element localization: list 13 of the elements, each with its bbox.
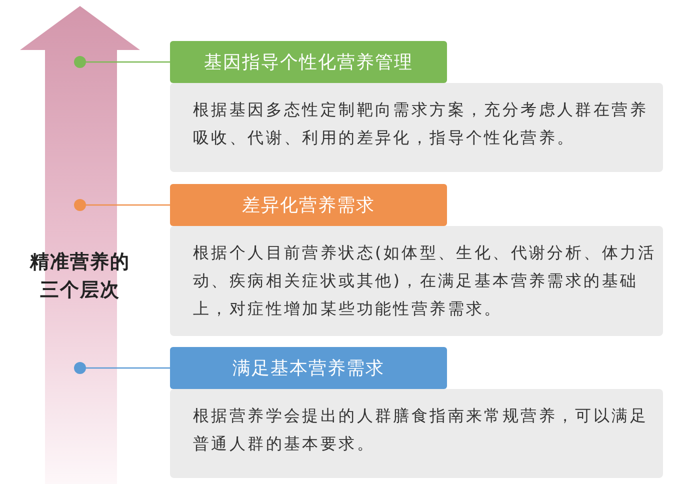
- heading-tab: 差异化营养需求: [170, 184, 447, 226]
- heading-tab: 满足基本营养需求: [170, 347, 447, 389]
- leader-line: [86, 367, 170, 369]
- leader-line: [86, 204, 170, 206]
- leader-line: [86, 61, 170, 63]
- description-panel: [170, 226, 663, 336]
- description-panel: [170, 389, 663, 478]
- description-panel: [170, 83, 663, 172]
- arrow-label: 精准营养的三个层次: [28, 250, 131, 303]
- heading-tab: 基因指导个性化营养管理: [170, 41, 447, 83]
- description-text: 根据个人目前营养状态(如体型、生化、代谢分析、体力活动、疾病相关症状或其他)，在满足基本营养需求的基础上，对症性增加某些功能性营养需求。: [193, 242, 658, 320]
- description-text: 根据基因多态性定制靶向需求方案，充分考虑人群在营养吸收、代谢、利用的差异化，指导个性化营养。: [193, 99, 649, 149]
- description-text: 根据营养学会提出的人群膳食指南来常规营养，可以满足普通人群的基本要求。: [193, 405, 649, 455]
